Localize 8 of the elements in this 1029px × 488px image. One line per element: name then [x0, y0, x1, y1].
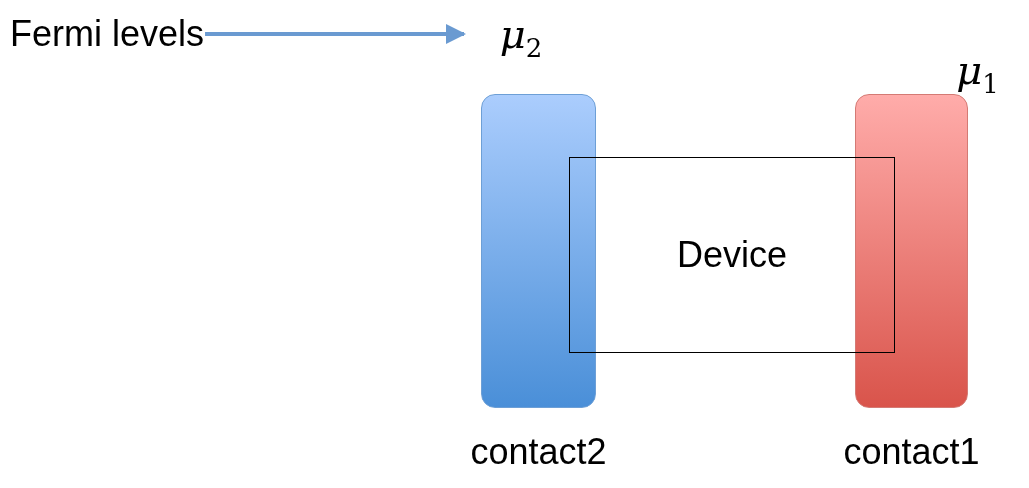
device-box: [569, 157, 895, 353]
text-label: Fermi levels: [10, 12, 205, 56]
contact-label: contact2: [470, 430, 607, 474]
contact-label: contact1: [843, 430, 980, 474]
math-symbol: μ$_{1}$: [955, 48, 1000, 98]
math-symbol: μ$_{2}$: [466, 12, 576, 64]
arrow: [205, 24, 466, 44]
device-label: Device: [676, 233, 787, 277]
